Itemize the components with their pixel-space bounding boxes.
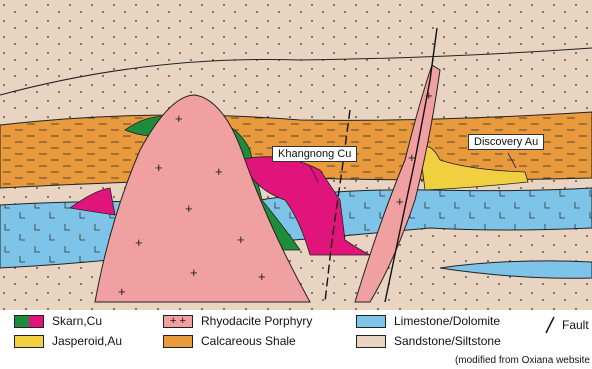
svg-text:+: +	[258, 269, 266, 284]
svg-text:+: +	[215, 164, 223, 179]
shale-swatch	[163, 335, 193, 348]
sandstone-swatch	[356, 335, 386, 348]
svg-text:+: +	[185, 201, 193, 216]
svg-text:+: +	[155, 160, 163, 175]
legend-shale-label: Calcareous Shale	[201, 334, 296, 348]
fault-symbol	[544, 316, 556, 334]
legend-fault-label: Fault	[562, 318, 589, 332]
legend-jasperoid-label: Jasperoid,Au	[52, 334, 122, 348]
legend-shale: Calcareous Shale	[163, 334, 296, 348]
skarn-swatch	[14, 315, 44, 328]
svg-text:+: +	[118, 284, 126, 299]
svg-text:+: +	[135, 235, 143, 250]
legend-sandstone-label: Sandstone/Siltstone	[394, 334, 501, 348]
legend-limestone: Limestone/Dolomite	[356, 314, 500, 328]
svg-text:+: +	[396, 194, 404, 209]
legend-skarn-label: Skarn,Cu	[52, 314, 102, 328]
legend-porphyry-label: Rhyodacite Porphyry	[201, 314, 312, 328]
legend-limestone-label: Limestone/Dolomite	[394, 314, 500, 328]
discovery-callout: Discovery Au	[468, 134, 544, 150]
legend-sandstone: Sandstone/Siltstone	[356, 334, 501, 348]
legend-skarn: Skarn,Cu	[14, 314, 102, 328]
source-credit: (modified from Oxiana website	[455, 355, 590, 366]
svg-text:+: +	[190, 265, 198, 280]
jasperoid-swatch	[14, 335, 44, 348]
svg-text:+: +	[408, 150, 416, 165]
limestone-swatch	[356, 315, 386, 328]
svg-text:+: +	[237, 232, 245, 247]
legend-fault: Fault	[544, 316, 589, 334]
legend-jasperoid: Jasperoid,Au	[14, 334, 122, 348]
khangnong-callout: Khangnong Cu	[272, 146, 357, 162]
svg-text:+: +	[175, 111, 183, 126]
svg-text:+: +	[425, 88, 433, 103]
legend-porphyry: + + Rhyodacite Porphyry	[163, 314, 312, 328]
porphyry-swatch: + +	[163, 315, 193, 328]
legend: Skarn,Cu Jasperoid,Au + + Rhyodacite Por…	[0, 310, 592, 369]
